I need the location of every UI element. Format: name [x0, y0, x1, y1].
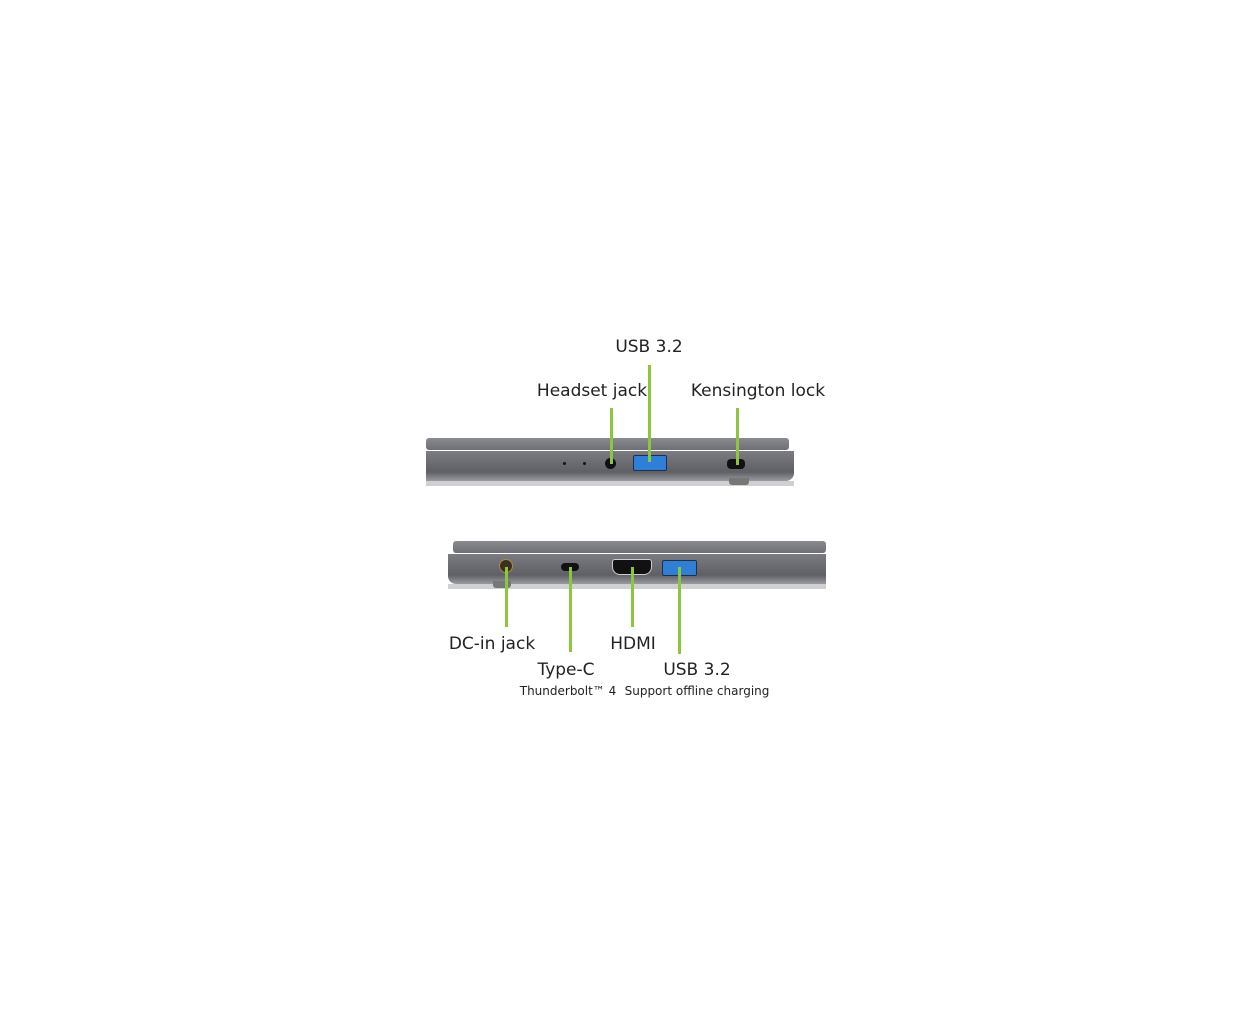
callout-line	[610, 408, 613, 464]
type-c-label: Type-C	[537, 660, 595, 680]
callout-line	[648, 365, 651, 462]
headset-jack-label: Headset jack	[536, 381, 648, 401]
usb-label: USB 3.2	[663, 660, 731, 680]
dc-in-label: DC-in jack	[448, 634, 536, 654]
foot	[729, 478, 749, 485]
callout-line	[631, 567, 634, 627]
hdmi-label: HDMI	[610, 634, 656, 654]
lid	[453, 541, 826, 553]
foot	[493, 581, 511, 588]
callout-line	[569, 567, 572, 652]
kensington-lock-label: Kensington lock	[690, 381, 826, 401]
callout-line	[736, 408, 739, 465]
thunderbolt-sublabel: Thunderbolt™ 4	[519, 684, 617, 698]
offline-charging-sublabel: Support offline charging	[624, 684, 770, 698]
base	[448, 584, 826, 589]
led-icon	[563, 462, 566, 465]
usb-label: USB 3.2	[615, 337, 683, 357]
callout-line	[678, 567, 681, 654]
lid	[426, 438, 789, 450]
base	[426, 481, 794, 486]
led-icon	[583, 462, 586, 465]
callout-line	[505, 567, 508, 627]
